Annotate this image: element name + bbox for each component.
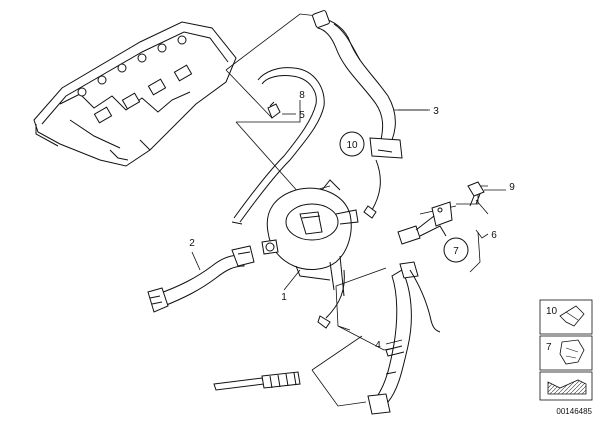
callout-9-text: 9 — [509, 182, 515, 193]
dipstick-part — [213, 371, 301, 391]
wiring — [317, 159, 381, 329]
callout-2-text: 2 — [189, 238, 195, 249]
callout-7-text: 7 — [453, 246, 459, 257]
legend-7-text: 7 — [546, 342, 552, 353]
legend-panel: 10 7 — [539, 299, 593, 401]
callout-8-text: 8 — [299, 90, 305, 101]
lower-hose — [367, 261, 441, 415]
legend-item-7: 7 — [539, 335, 593, 371]
callout-leaders — [191, 109, 506, 345]
callout-7-marker: 7 — [443, 237, 469, 263]
callout-1-text: 1 — [281, 292, 287, 303]
upper-hose — [312, 10, 403, 159]
callout-3-text: 3 — [433, 106, 439, 117]
oil-separator — [261, 179, 359, 297]
thin-hose — [231, 67, 325, 225]
callout-5-text: 5 — [299, 110, 305, 121]
callout-10-text: 10 — [346, 140, 358, 151]
valve-cover — [33, 21, 237, 167]
callout-4-text: 4 — [375, 340, 381, 351]
legend-item-seal — [539, 371, 593, 401]
clip-part — [267, 101, 281, 119]
callout-10-marker: 10 — [339, 131, 365, 157]
legend-item-10: 10 — [539, 299, 593, 335]
bolt-part — [467, 181, 485, 207]
seal-icon — [547, 379, 587, 395]
lower-left-hose — [147, 245, 255, 313]
legend-10-text: 10 — [546, 306, 558, 317]
document-number: 00146485 — [556, 407, 592, 416]
callout-6-text: 6 — [491, 230, 497, 241]
clip-icon — [559, 339, 585, 365]
bracket-part — [397, 201, 453, 245]
